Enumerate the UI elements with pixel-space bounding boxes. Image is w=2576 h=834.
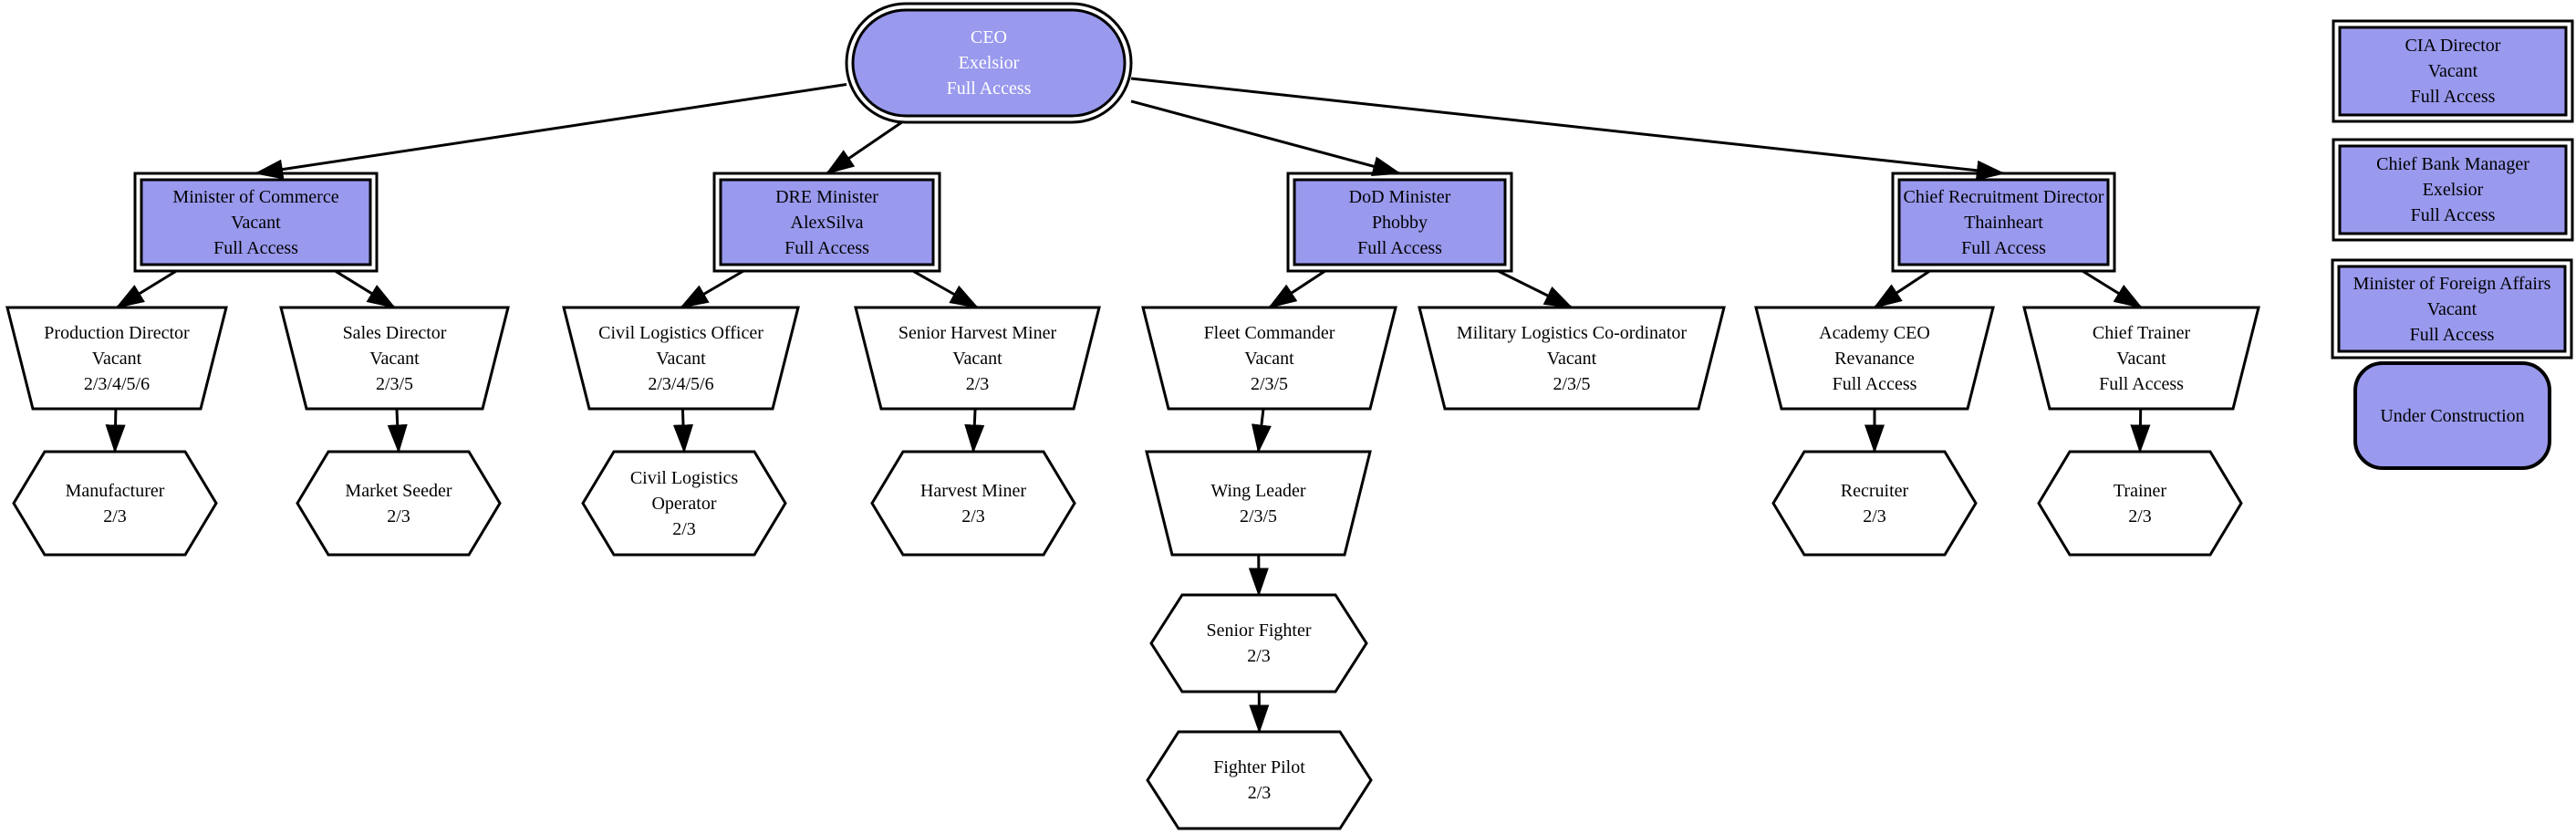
dod-minister-shape bbox=[1293, 178, 1507, 266]
manufacturer-shape bbox=[12, 450, 218, 557]
edge-dre-minister-senior-harvest-miner bbox=[912, 269, 980, 309]
trainer-shape bbox=[2037, 450, 2243, 557]
edge-chief-trainer-trainer bbox=[2130, 408, 2151, 453]
production-director-shape bbox=[5, 306, 228, 411]
minister-of-commerce-shape bbox=[140, 178, 372, 266]
civil-logistics-operator-shape bbox=[581, 450, 787, 557]
edge-senior-harvest-miner-harvest-miner bbox=[964, 408, 985, 453]
edge-minister-of-commerce-sales-director bbox=[334, 269, 397, 309]
senior-harvest-miner-shape bbox=[854, 306, 1101, 411]
edge-ceo-minister-of-commerce bbox=[254, 83, 847, 180]
edge-production-director-manufacturer bbox=[105, 408, 126, 453]
minister-of-foreign-affairs-shape bbox=[2337, 265, 2567, 353]
senior-fighter-shape bbox=[1149, 593, 1368, 693]
edge-ceo-chief-recruitment-director bbox=[1130, 77, 2006, 181]
edge-civil-logistics-officer-civil-logistics-operator bbox=[672, 408, 694, 453]
civil-logistics-officer-shape bbox=[562, 306, 800, 411]
chief-bank-manager-shape bbox=[2338, 144, 2568, 235]
sales-director-shape bbox=[279, 306, 510, 411]
ceo-shape bbox=[851, 8, 1127, 118]
edge-sales-director-market-seeder bbox=[387, 408, 408, 453]
node-shapes-group bbox=[5, 2, 2574, 830]
edge-dod-minister-fleet-commander bbox=[1267, 269, 1326, 309]
under-construction-shape bbox=[2353, 361, 2551, 470]
edge-dre-minister-civil-logistics-officer bbox=[679, 269, 744, 309]
market-seeder-shape bbox=[296, 450, 502, 557]
fighter-pilot-shape bbox=[1146, 730, 1373, 830]
academy-ceo-shape bbox=[1754, 306, 1995, 411]
harvest-miner-shape bbox=[870, 450, 1076, 557]
edge-chief-recruitment-director-academy-ceo bbox=[1873, 269, 1931, 309]
recruiter-shape bbox=[1771, 450, 1978, 557]
edges-group bbox=[105, 77, 2151, 734]
edge-ceo-dod-minister bbox=[1130, 99, 1402, 176]
chief-trainer-shape bbox=[2022, 306, 2260, 411]
edge-fleet-commander-wing-leader bbox=[1251, 408, 1272, 453]
edge-ceo-dre-minister bbox=[825, 120, 903, 175]
military-logistics-coordinator-shape bbox=[1418, 306, 1726, 411]
chief-recruitment-director-shape bbox=[1897, 178, 2110, 266]
wing-leader-shape bbox=[1145, 450, 1372, 557]
edge-chief-recruitment-director-chief-trainer bbox=[2082, 269, 2144, 309]
edge-minister-of-commerce-production-director bbox=[115, 269, 178, 309]
edge-dod-minister-military-logistics-coordinator bbox=[1497, 269, 1574, 309]
cia-director-shape bbox=[2338, 26, 2568, 117]
dre-minister-shape bbox=[719, 178, 935, 266]
fleet-commander-shape bbox=[1141, 306, 1397, 411]
